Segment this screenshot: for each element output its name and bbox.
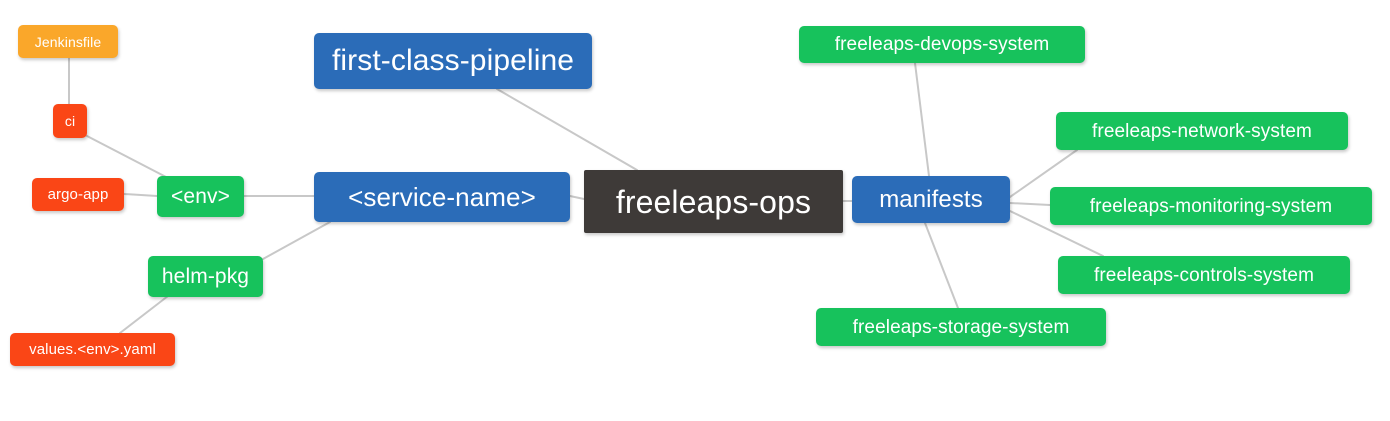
edge-argo-app-to-env	[123, 193, 158, 197]
node-freeleaps-ops[interactable]: freeleaps-ops	[584, 170, 843, 233]
node-label: <env>	[171, 185, 230, 208]
node-network-system[interactable]: freeleaps-network-system	[1056, 112, 1348, 150]
edge-manifests-to-monitoring-system	[1009, 202, 1051, 206]
edge-ci-to-env	[86, 135, 169, 179]
node-monitoring-system[interactable]: freeleaps-monitoring-system	[1050, 187, 1372, 225]
edge-manifests-to-devops-system	[914, 62, 930, 177]
node-label: freeleaps-network-system	[1092, 120, 1312, 142]
node-controls-system[interactable]: freeleaps-controls-system	[1058, 256, 1350, 294]
node-label: values.<env>.yaml	[29, 341, 156, 358]
edge-service-name-to-freeleaps-ops	[569, 195, 585, 200]
node-first-class-pipeline[interactable]: first-class-pipeline	[314, 33, 592, 89]
node-argo-app[interactable]: argo-app	[32, 178, 124, 211]
node-storage-system[interactable]: freeleaps-storage-system	[816, 308, 1106, 346]
node-label: ci	[64, 113, 76, 129]
node-manifests[interactable]: manifests	[852, 176, 1010, 223]
node-ci[interactable]: ci	[53, 104, 87, 138]
node-label: manifests	[879, 185, 983, 213]
edge-first-class-pipeline-to-freeleaps-ops	[496, 88, 638, 171]
node-label: Jenkinsfile	[34, 33, 102, 50]
node-env[interactable]: <env>	[157, 176, 244, 217]
node-devops-system[interactable]: freeleaps-devops-system	[799, 26, 1085, 63]
node-jenkinsfile[interactable]: Jenkinsfile	[18, 25, 118, 58]
node-service-name[interactable]: <service-name>	[314, 172, 570, 222]
node-label: freeleaps-devops-system	[834, 34, 1050, 55]
node-label: <service-name>	[348, 182, 536, 212]
edge-values-yaml-to-helm-pkg	[119, 295, 169, 334]
node-label: freeleaps-controls-system	[1093, 264, 1315, 286]
node-label: argo-app	[47, 186, 109, 203]
edge-helm-pkg-to-service-name	[262, 221, 331, 260]
node-label: freeleaps-ops	[615, 183, 812, 220]
edge-manifests-to-storage-system	[924, 222, 959, 309]
node-label: freeleaps-storage-system	[852, 316, 1070, 338]
node-label: helm-pkg	[161, 265, 250, 288]
node-label: first-class-pipeline	[331, 44, 575, 77]
node-values-yaml[interactable]: values.<env>.yaml	[10, 333, 175, 366]
node-label: freeleaps-monitoring-system	[1089, 195, 1333, 217]
node-helm-pkg[interactable]: helm-pkg	[148, 256, 263, 297]
